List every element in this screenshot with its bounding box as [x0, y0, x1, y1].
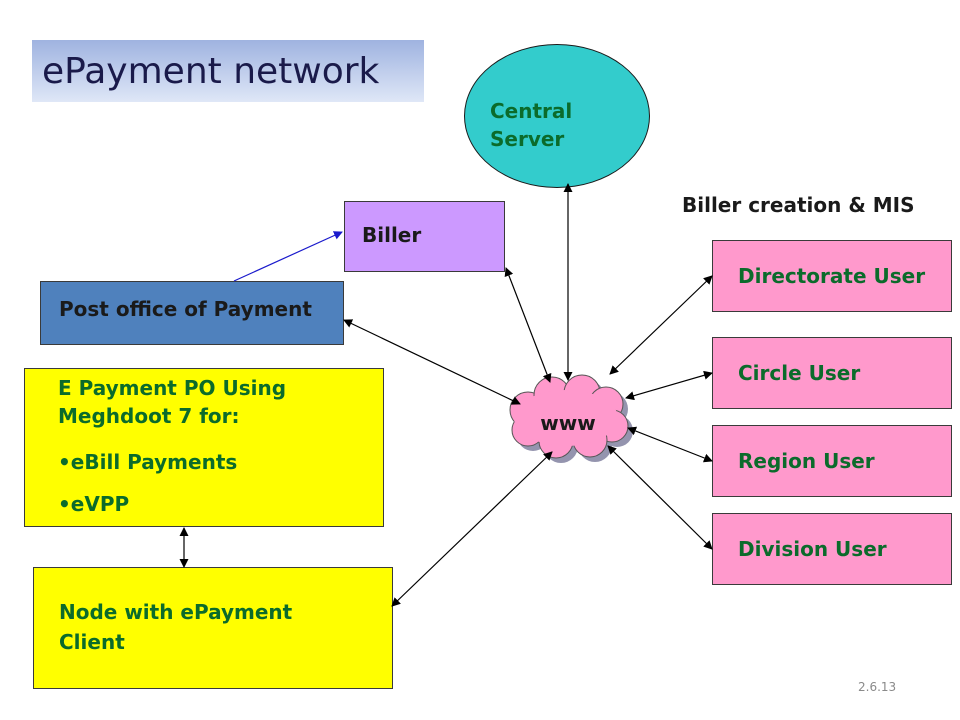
- bullet-icon: •: [58, 492, 71, 516]
- division-user-label: Division User: [738, 537, 887, 561]
- region-user-node: [712, 425, 952, 497]
- edge-node-www: [391, 451, 553, 607]
- biller-creation-label: Biller creation & MIS: [682, 193, 915, 217]
- www-cloud: [509, 374, 629, 459]
- biller-node: [344, 201, 505, 272]
- edge-directorate-www: [609, 275, 713, 375]
- edge-division-www: [607, 445, 713, 550]
- edge-circle-www: [625, 370, 713, 401]
- post-office-node: [40, 281, 344, 345]
- node-client-line2: Client: [59, 630, 125, 654]
- title-banner: [32, 40, 424, 102]
- epayment-po-bullet-1: •eBill Payments: [58, 450, 237, 474]
- bullet-icon: •: [58, 450, 71, 474]
- bullet-text: eVPP: [70, 492, 130, 516]
- epayment-po-line2: Meghdoot 7 for:: [58, 404, 240, 428]
- division-user-node: [712, 513, 952, 585]
- edge-region-www: [627, 426, 713, 463]
- central-server-label-line1: Central: [490, 99, 573, 123]
- edge-postoffice-biller: [233, 231, 343, 282]
- node-client-node: [33, 567, 393, 689]
- directorate-user-label: Directorate User: [738, 264, 926, 288]
- www-label: www: [540, 411, 595, 435]
- bullet-text: eBill Payments: [70, 450, 238, 474]
- central-server-label-line2: Server: [490, 127, 565, 151]
- circle-user-label: Circle User: [738, 361, 861, 385]
- page-title: ePayment network: [42, 51, 380, 92]
- epayment-po-node: [24, 368, 384, 527]
- node-client-line1: Node with ePayment: [59, 600, 293, 624]
- biller-label: Biller: [362, 223, 422, 247]
- post-office-label: Post office of Payment: [59, 297, 312, 321]
- region-user-label: Region User: [738, 449, 875, 473]
- central-server-node: [464, 44, 650, 188]
- epayment-po-bullet-2: •eVPP: [58, 492, 129, 516]
- edge-biller-www: [504, 267, 552, 383]
- circle-user-node: [712, 337, 952, 409]
- edge-postoffice-www: [343, 319, 521, 405]
- epayment-po-line1: E Payment PO Using: [58, 376, 287, 400]
- footer-date: 2.6.13: [858, 680, 897, 694]
